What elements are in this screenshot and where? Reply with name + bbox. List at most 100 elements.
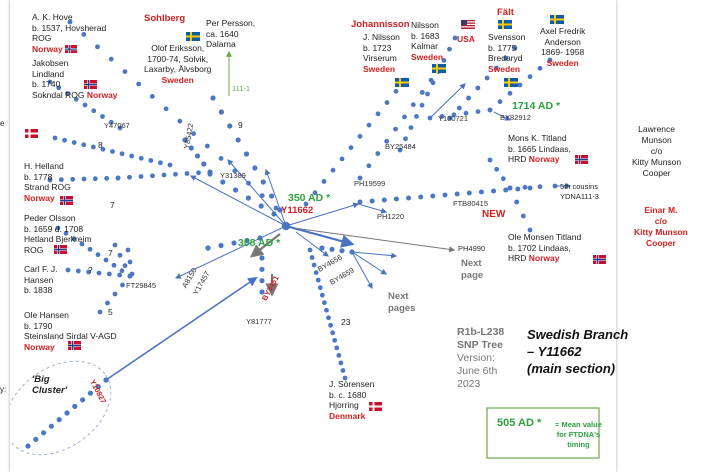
arrow-ph19599	[285, 202, 360, 227]
norway-flag-icon	[593, 255, 606, 264]
node-dot	[65, 91, 70, 96]
denmark-flag-icon	[25, 129, 38, 138]
node-dot	[258, 203, 264, 209]
snp-y47067: Y47067	[104, 121, 130, 130]
sweden-flag-icon	[395, 78, 409, 87]
node-dot	[81, 32, 87, 37]
node-dot	[119, 151, 125, 157]
node-dot	[260, 179, 266, 185]
arrow-y85422	[227, 159, 287, 227]
node-dot	[106, 271, 112, 277]
legend-box	[486, 407, 600, 459]
node-dot	[148, 158, 154, 163]
arrow-next-c	[351, 251, 398, 259]
node-dot	[402, 114, 407, 120]
node-dot	[403, 136, 408, 142]
node-dot	[313, 270, 319, 275]
snp-y11662: Y11662	[281, 205, 314, 216]
node-dot	[47, 177, 53, 183]
node-dot	[122, 69, 128, 74]
node-dot	[451, 112, 457, 118]
count-8: 8	[98, 140, 103, 150]
norway-flag-icon	[575, 155, 588, 164]
node-dot	[112, 242, 118, 248]
node-dot	[317, 285, 323, 291]
node-dot	[63, 230, 69, 236]
node-dot	[452, 35, 458, 41]
node-dot	[442, 192, 448, 198]
node-dot	[75, 268, 81, 274]
node-dot	[319, 245, 325, 251]
node-dot	[73, 96, 79, 102]
node-dot	[104, 175, 110, 181]
norway-flag-icon	[60, 196, 73, 205]
node-dot	[517, 82, 523, 88]
node-dot	[62, 137, 67, 143]
node-dot	[484, 75, 490, 81]
snp-ph1220: PH1220	[377, 212, 405, 221]
node-dot	[163, 106, 169, 112]
node-dot	[384, 138, 390, 144]
node-dot	[48, 423, 55, 429]
node-dot	[136, 81, 142, 87]
node-dot	[167, 162, 173, 168]
node-dot	[81, 176, 87, 182]
node-dot	[271, 211, 277, 217]
date-right: 1714 AD *	[512, 100, 561, 112]
node-dot	[340, 368, 346, 373]
node-dot	[463, 110, 469, 116]
node-dot	[87, 246, 93, 252]
node-dot	[55, 225, 61, 231]
count-7a: 7	[110, 200, 115, 210]
node-dot	[259, 255, 265, 261]
node-dot	[418, 194, 424, 200]
node-dot	[547, 57, 553, 63]
node-dot	[105, 300, 110, 306]
node-dot	[410, 102, 416, 108]
snp-by82912: BY82912	[500, 113, 531, 122]
node-dot	[447, 115, 453, 121]
node-dot	[393, 126, 398, 132]
node-dot	[204, 143, 210, 149]
node-dot	[259, 278, 265, 284]
snp-ph19599: PH19599	[354, 179, 386, 188]
node-dot	[220, 179, 226, 185]
node-dot	[507, 90, 513, 96]
node-dot	[419, 102, 425, 108]
node-dot	[315, 277, 321, 283]
node-dot	[252, 165, 258, 171]
node-dot	[425, 91, 430, 97]
node-dot	[527, 227, 533, 233]
node-dot	[177, 118, 183, 124]
node-dot	[357, 175, 363, 181]
node-dot	[330, 167, 336, 173]
node-dot	[70, 176, 76, 182]
sweden-flag-icon	[432, 64, 446, 73]
date-left: 308 AD *	[238, 237, 281, 249]
arrow-ft29845	[174, 225, 287, 279]
node-dot	[108, 56, 114, 62]
node-dot	[321, 179, 327, 184]
new-label: NEW	[482, 209, 506, 220]
node-dot	[80, 397, 86, 403]
node-dot	[100, 146, 106, 152]
node-dot	[491, 188, 497, 194]
node-dot	[205, 245, 211, 251]
left-edge-text-b: y:	[0, 385, 7, 394]
node-dot	[259, 266, 265, 272]
node-dot	[366, 163, 372, 169]
node-dot	[150, 173, 155, 179]
person-johannisson: Johannisson	[351, 19, 410, 30]
